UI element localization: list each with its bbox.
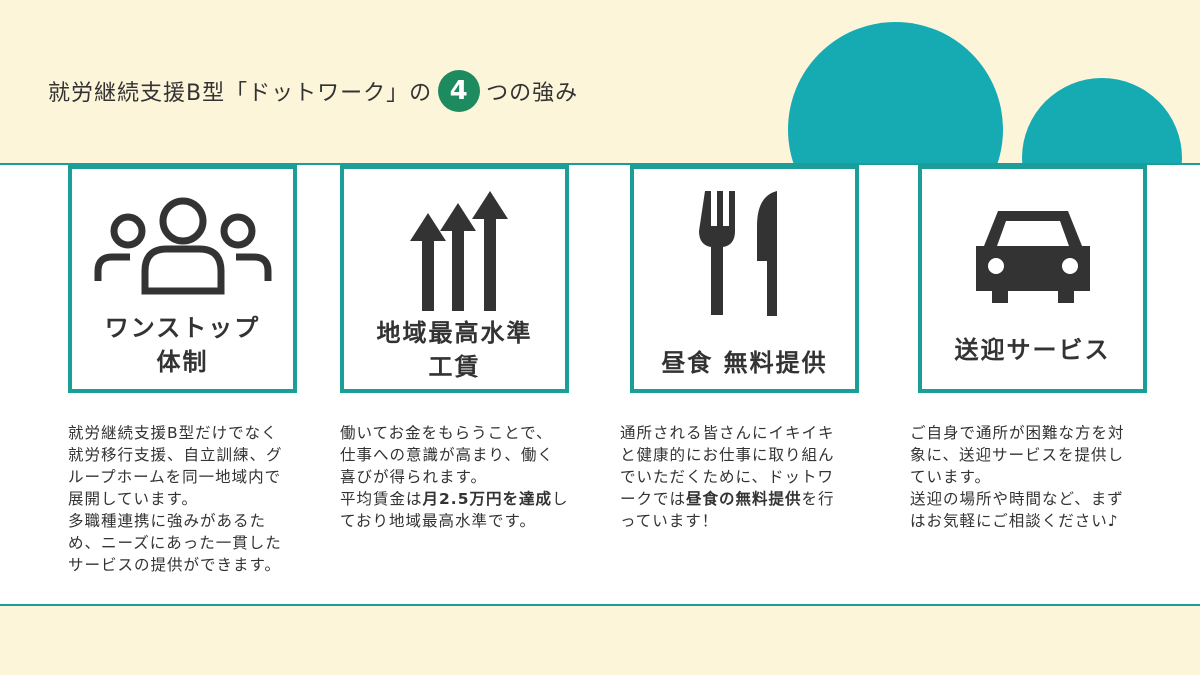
card-shuttle: 送迎サービス [918,165,1147,393]
description-line: 通所される皆さんにイキイキ [620,422,870,444]
card-wage: 地域最高水準 工賃 [340,165,569,393]
description-line: サービスの提供ができます。 [68,554,318,576]
card-description: 働いてお金をもらうことで、仕事への意識が高まり、働く喜びが得られます。平均賃金は… [340,422,590,532]
description-line: でいただくために、ドットワ [620,466,870,488]
description-line: 仕事への意識が高まり、働く [340,444,590,466]
arrows-up-icon [409,191,508,311]
text-segment: 働いてお金をもらうことで、 [340,424,553,442]
description-line: ご自身で通所が困難な方を対 [910,422,1160,444]
text-segment: と健康的にお仕事に取り組ん [620,446,835,464]
card-description: 通所される皆さんにイキイキと健康的にお仕事に取り組んでいただくために、ドットワー… [620,422,870,532]
text-segment: っています！ [620,512,719,530]
description-line: 展開しています。 [68,488,318,510]
description-line: 働いてお金をもらうことで、 [340,422,590,444]
text-segment: はお気軽にご相談ください♪ [910,512,1119,530]
text-segment: め、ニーズにあった一貫した [68,534,282,552]
highlight-text: 月2.5万円を達成 [422,490,552,508]
text-segment: ており地域最高水準です。 [340,512,536,530]
description-line: 喜びが得られます。 [340,466,590,488]
description-line: 多職種連携に強みがあるた [68,510,318,532]
text-segment: 平均賃金は [340,490,423,508]
card-label: 地域最高水準 工賃 [376,319,533,381]
page-title: 就労継続支援B型「ドットワーク」の 4 つの強み [48,70,578,112]
text-segment: でいただくために、ドットワ [620,468,835,486]
text-segment: ークでは [620,490,687,508]
card-label: ワンストップ 体制 [104,314,261,376]
description-line: 送迎の場所や時間など、まず [910,488,1160,510]
text-segment: を行 [801,490,835,508]
description-line: 就労継続支援B型だけでなく [68,422,318,444]
people-icon [94,197,271,295]
description-line: はお気軽にご相談ください♪ [910,510,1160,532]
description-line: ています。 [910,466,1160,488]
text-segment: サービスの提供ができます。 [68,556,281,574]
description-line: め、ニーズにあった一貫した [68,532,318,554]
text-segment: し [551,490,569,508]
text-segment: 展開しています。 [68,490,198,508]
description-line: ークでは昼食の無料提供を行 [620,488,870,510]
card-label: 送迎サービス [954,336,1111,364]
description-line: ループホームを同一地域内で [68,466,318,488]
title-text: 就労継続支援B型「ドットワーク」の [48,81,433,106]
description-line: 象に、送迎サービスを提供し [910,444,1160,466]
highlight-text: 昼食の無料提供 [686,490,802,508]
car-icon [975,211,1090,303]
text-segment: ています。 [910,468,991,486]
description-line: ており地域最高水準です。 [340,510,590,532]
text-segment: 就労継続支援B型だけでなく [68,424,278,442]
text-segment: ご自身で通所が困難な方を対 [910,424,1125,442]
fork-knife-icon [698,191,777,316]
description-line: っています！ [620,510,870,532]
card-label: 昼食 無料提供 [661,349,828,377]
text-segment: 通所される皆さんにイキイキ [620,424,835,442]
text-segment: 送迎の場所や時間など、まず [910,490,1124,508]
description-line: と健康的にお仕事に取り組ん [620,444,870,466]
text-segment: 象に、送迎サービスを提供し [910,446,1125,464]
text-segment: ループホームを同一地域内で [68,468,282,486]
description-line: 就労移行支援、自立訓練、グ [68,444,318,466]
card-description: 就労継続支援B型だけでなく就労移行支援、自立訓練、グループホームを同一地域内で展… [68,422,318,576]
text-segment: 多職種連携に強みがあるた [68,512,267,530]
text-segment: 喜びが得られます。 [340,468,487,486]
title-text-end: つの強み [486,81,579,106]
card-lunch: 昼食 無料提供 [630,165,859,393]
description-line: 平均賃金は月2.5万円を達成し [340,488,590,510]
card-one-stop: ワンストップ 体制 [68,165,297,393]
number-badge: 4 [438,70,481,112]
card-description: ご自身で通所が困難な方を対象に、送迎サービスを提供しています。送迎の場所や時間な… [910,422,1160,532]
text-segment: 仕事への意識が高まり、働く [340,446,554,464]
text-segment: 就労移行支援、自立訓練、グ [68,446,283,464]
